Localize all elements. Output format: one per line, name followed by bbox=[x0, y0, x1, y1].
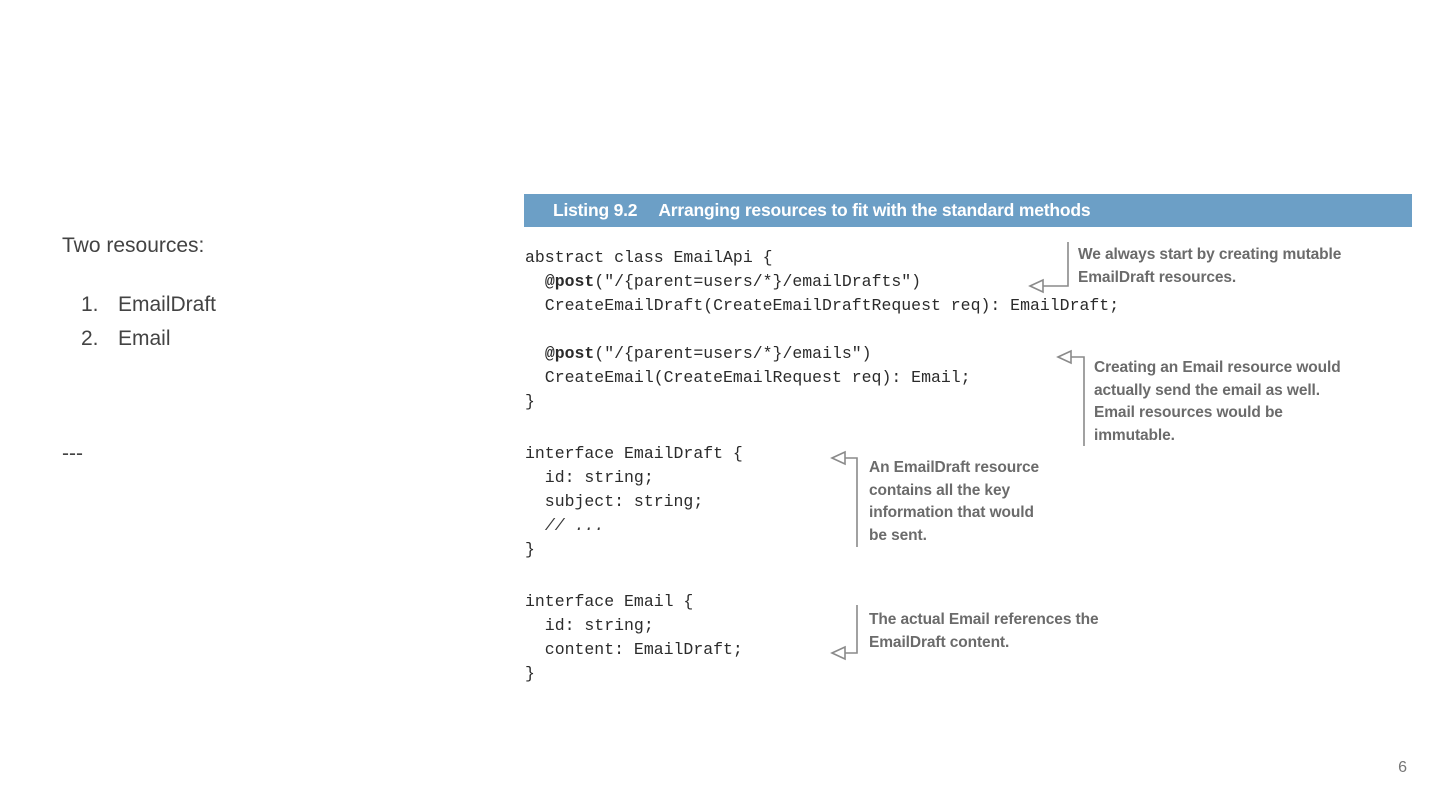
callout-email-references-draft: The actual Email references the EmailDra… bbox=[869, 611, 1099, 651]
list-item-marker: 2. bbox=[81, 327, 99, 350]
listing-figure: Listing 9.2 Arranging resources to fit w… bbox=[524, 194, 1412, 683]
code-block-email-draft-interface: interface EmailDraft { id: string; subje… bbox=[525, 444, 743, 559]
code-block-email-api: abstract class EmailApi { @post("/{paren… bbox=[525, 248, 1120, 411]
list-item-label: EmailDraft bbox=[118, 293, 217, 316]
separator-dashes: --- bbox=[62, 442, 83, 465]
leader-line-4 bbox=[830, 605, 858, 661]
callout-email-send-immutable: Creating an Email resource would actuall… bbox=[1094, 359, 1341, 444]
listing-title: Arranging resources to fit with the stan… bbox=[658, 200, 1091, 220]
resource-list: 1. EmailDraft 2. Email bbox=[62, 288, 482, 356]
callout-email-draft-creation: We always start by creating mutable Emai… bbox=[1078, 246, 1342, 286]
listing-label: Listing 9.2 bbox=[553, 200, 638, 220]
leader-line-3 bbox=[830, 450, 858, 547]
listing-header-bar: Listing 9.2 Arranging resources to fit w… bbox=[524, 194, 1412, 227]
list-item-marker: 1. bbox=[81, 293, 99, 316]
lead-text: Two resources: bbox=[62, 234, 205, 257]
code-block-email-interface: interface Email { id: string; content: E… bbox=[525, 592, 743, 683]
callout-email-draft-contents: An EmailDraft resource contains all the … bbox=[869, 459, 1040, 544]
list-item: 2. Email bbox=[62, 322, 482, 356]
page-number: 6 bbox=[1398, 759, 1407, 776]
slide-body-text: Two resources: 1. EmailDraft 2. Email bbox=[62, 232, 482, 356]
list-item-label: Email bbox=[118, 327, 171, 350]
list-item: 1. EmailDraft bbox=[62, 288, 482, 322]
